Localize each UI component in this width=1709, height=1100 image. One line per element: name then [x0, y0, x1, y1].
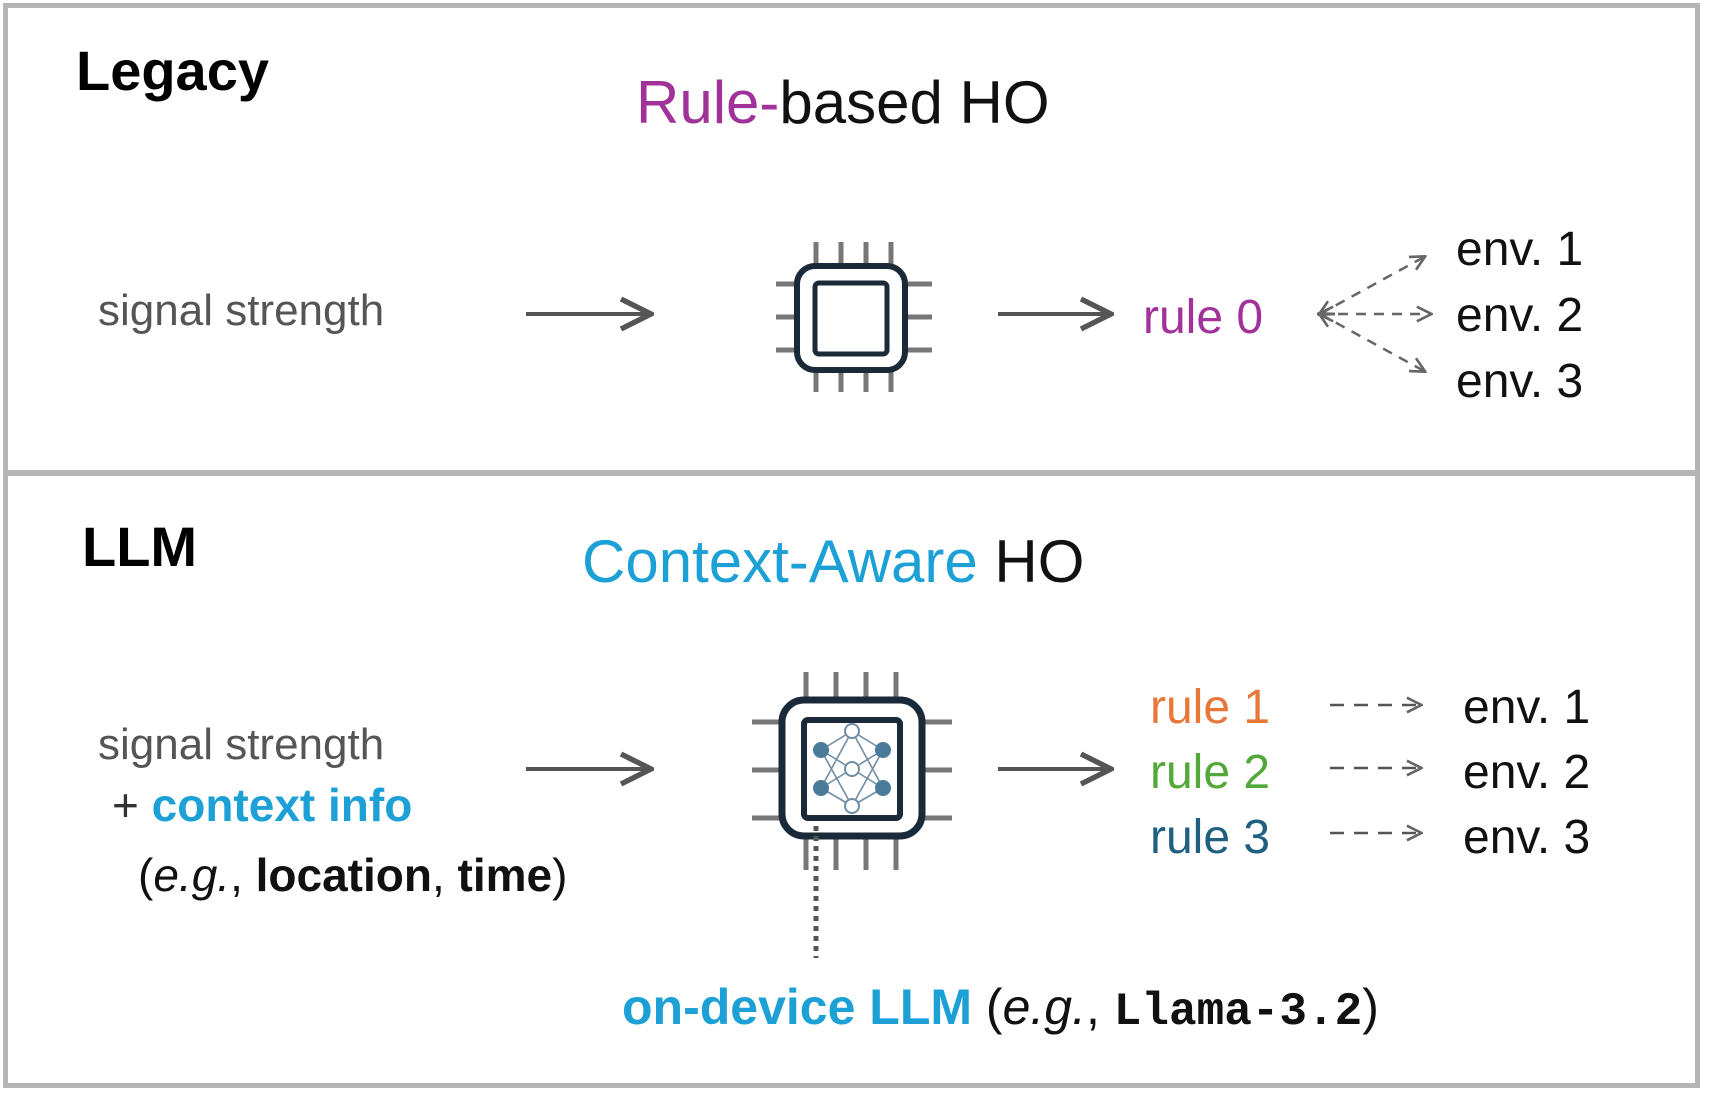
legacy-title-colored: Rule-: [636, 69, 780, 136]
llm-title: Context-Aware HO: [582, 527, 1084, 596]
llm-env-3: env. 3: [1463, 811, 1591, 864]
legacy-title-rest: based HO: [779, 69, 1050, 136]
on-device-llm-label: on-device LLM: [622, 979, 973, 1035]
ondevice-close-paren: ): [1362, 979, 1379, 1035]
ondevice-sep: ,: [1085, 979, 1114, 1035]
example-sep-2: ,: [431, 849, 458, 901]
legacy-fanout-arrows: [1320, 257, 1430, 371]
llm-input-context-line: + context info: [112, 778, 412, 832]
legacy-env-3: env. 3: [1456, 355, 1584, 408]
legacy-rule-label: rule 0: [1143, 291, 1264, 344]
llm-rule-3: rule 3: [1150, 811, 1271, 864]
legacy-env-2: env. 2: [1456, 289, 1584, 342]
outer-frame: [3, 3, 1700, 1088]
processor-chip-icon: [776, 242, 932, 392]
example-sep-1: ,: [230, 849, 256, 901]
example-time: time: [457, 849, 553, 901]
fanout-arrow-env3: [1320, 314, 1424, 371]
fanout-arrow-env1: [1320, 257, 1424, 314]
example-location: location: [255, 849, 432, 901]
section-divider: [3, 470, 1700, 476]
legacy-title: Rule-based HO: [636, 68, 1050, 137]
llm-env-1: env. 1: [1463, 681, 1591, 734]
legacy-input-label: signal strength: [98, 286, 385, 335]
ondevice-open-paren: (: [972, 979, 1003, 1035]
example-open-paren: (: [138, 849, 154, 901]
legacy-env-1: env. 1: [1456, 223, 1584, 276]
llm-section-label: LLM: [82, 515, 198, 578]
llm-env-2: env. 2: [1463, 746, 1591, 799]
llm-title-rest: HO: [977, 528, 1085, 595]
example-eg: e.g.: [153, 849, 231, 901]
llm-title-colored: Context-Aware: [582, 528, 978, 595]
llm-example-line: (e.g., location, time): [138, 848, 567, 902]
context-info-label: context info: [151, 779, 413, 831]
llama-model-name: Llama-3.2: [1113, 986, 1363, 1038]
llm-input-signal: signal strength: [98, 720, 385, 769]
on-device-llm-caption: on-device LLM (e.g., Llama-3.2): [622, 978, 1379, 1038]
legacy-section-label: Legacy: [76, 39, 269, 102]
neural-network-chip-icon: [752, 672, 952, 870]
ondevice-eg: e.g.: [1002, 979, 1086, 1035]
plus-sign: +: [112, 779, 152, 831]
llm-rule-2: rule 2: [1150, 746, 1271, 799]
llm-rule-1: rule 1: [1150, 681, 1271, 734]
example-close-paren: ): [552, 849, 568, 901]
